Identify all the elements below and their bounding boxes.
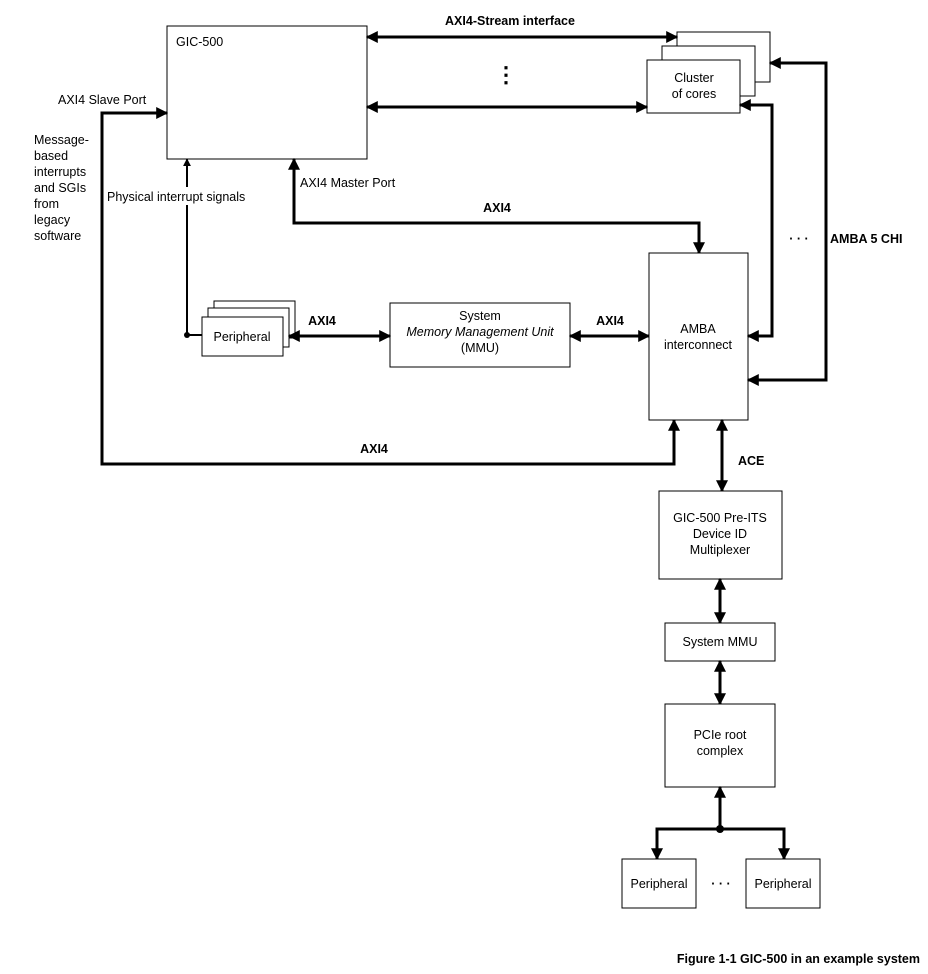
system-mmu-middle-block xyxy=(389,302,571,368)
peripheral-left-block xyxy=(621,858,697,909)
vertical-ellipsis: ⋮ xyxy=(495,62,517,87)
ace-label: ACE xyxy=(738,454,764,468)
axi4-stream-label: AXI4-Stream interface xyxy=(445,14,575,28)
peripheral-stack-label: Peripheral xyxy=(214,330,271,344)
physical-interrupt-arrow xyxy=(183,158,202,336)
amba5chi-label: AMBA 5 CHI xyxy=(830,232,902,246)
physical-interrupt-label-bg xyxy=(104,187,274,205)
msg-line-5: from xyxy=(34,197,59,211)
axi4-periph-label: AXI4 xyxy=(308,314,336,328)
axi4-mmu-label: AXI4 xyxy=(596,314,624,328)
msg-line-6: legacy xyxy=(34,213,71,227)
msg-line-2: based xyxy=(34,149,68,163)
pre-its-block xyxy=(658,490,783,580)
axi4-master-port-arrow xyxy=(288,157,705,255)
chi-outer-arrow xyxy=(746,57,828,386)
peripheral-stack-block xyxy=(201,316,284,357)
cluster-label-1: Cluster xyxy=(674,71,714,85)
axi4-bottom-label: AXI4 xyxy=(360,442,388,456)
smmu-label-1: System xyxy=(459,309,501,323)
preits-label-1: GIC-500 Pre-ITS xyxy=(673,511,767,525)
msg-line-1: Message- xyxy=(34,133,89,147)
peripheral-right-block xyxy=(745,858,821,909)
preits-label-3: Multiplexer xyxy=(690,543,750,557)
smmu-label-3: (MMU) xyxy=(461,341,499,355)
chi-ellipsis: · · · xyxy=(789,232,808,246)
axi4-slave-loop-arrow xyxy=(100,107,680,466)
figure-caption: Figure 1-1 GIC-500 in an example system xyxy=(677,952,920,966)
pcie-junction-dot xyxy=(716,825,724,833)
axi4-top-label: AXI4 xyxy=(483,201,511,215)
amba-label-2: interconnect xyxy=(664,338,733,352)
interrupt-junction-dot xyxy=(184,332,190,338)
system-mmu-label: System MMU xyxy=(683,635,758,649)
pcie-label-1: PCIe root xyxy=(694,728,747,742)
physical-interrupt-label: Physical interrupt signals xyxy=(107,190,245,204)
cluster-of-cores-block xyxy=(646,59,741,114)
gic500-label: GIC-500 xyxy=(176,35,223,49)
amba-label-1: AMBA xyxy=(680,322,716,336)
peripheral-right-label: Peripheral xyxy=(755,877,812,891)
msg-line-3: interrupts xyxy=(34,165,86,179)
amba-interconnect-block xyxy=(648,252,749,421)
peripheral-ellipsis: · · · xyxy=(711,877,730,891)
peripheral-left-label: Peripheral xyxy=(631,877,688,891)
msg-line-7: software xyxy=(34,229,81,243)
system-mmu-bottom-block xyxy=(664,622,776,662)
message-based-interrupts-label: Message- based interrupts and SGIs from … xyxy=(34,133,89,243)
msg-line-4: and SGIs xyxy=(34,181,86,195)
axi4-slave-port-label: AXI4 Slave Port xyxy=(58,93,147,107)
smmu-label-2: Memory Management Unit xyxy=(406,325,554,339)
preits-label-2: Device ID xyxy=(693,527,747,541)
pcie-label-2: complex xyxy=(697,744,744,758)
axi4-master-port-label: AXI4 Master Port xyxy=(300,176,396,190)
cluster-label-2: of cores xyxy=(672,87,716,101)
pcie-right-branch-arrow xyxy=(720,827,790,861)
chi-ellipsis-bg xyxy=(776,228,822,248)
pcie-left-branch-arrow xyxy=(651,827,720,861)
pcie-root-complex-block xyxy=(664,703,776,788)
